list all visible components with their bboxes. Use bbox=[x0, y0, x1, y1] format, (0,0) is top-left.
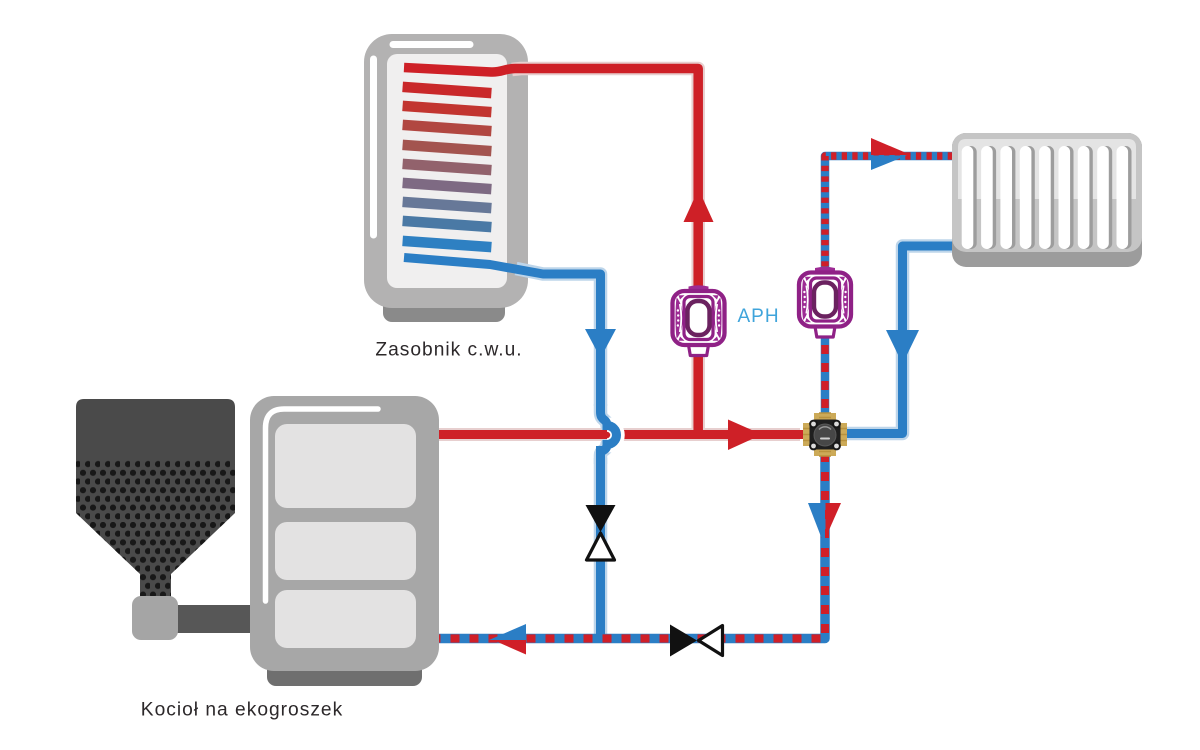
svg-text:Zasobnik c.w.u.: Zasobnik c.w.u. bbox=[375, 340, 522, 361]
svg-text:Kocioł na ekogroszek: Kocioł na ekogroszek bbox=[141, 700, 343, 721]
svg-text:APH: APH bbox=[738, 306, 780, 327]
